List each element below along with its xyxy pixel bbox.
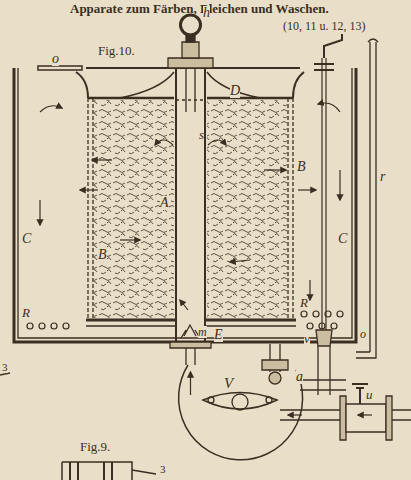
- part-letter: r: [380, 170, 385, 184]
- part-letter: v: [304, 332, 310, 345]
- part-letter: a: [296, 370, 303, 384]
- part-letter: B: [297, 160, 306, 174]
- part-letter: A: [160, 196, 169, 210]
- page-heading: Apparate zum Färben, Bleichen und Wasche…: [70, 2, 329, 15]
- part-letter: C: [22, 232, 31, 246]
- part-letter: B: [98, 248, 107, 262]
- part-letter: m: [198, 326, 207, 338]
- part-letter: h: [203, 6, 210, 20]
- part-letter: o: [52, 52, 59, 66]
- part-letter: R: [22, 306, 30, 319]
- part-letter: o: [360, 328, 366, 340]
- figure-label: Fig.10.: [98, 44, 135, 57]
- part-letter: E: [214, 328, 223, 342]
- figure-reference: (10, 11 u. 12, 13): [283, 20, 366, 32]
- part-letter: C: [338, 232, 347, 246]
- part-letter: s: [199, 128, 204, 141]
- part-letter: D: [230, 84, 240, 98]
- part-letter: u: [366, 388, 373, 401]
- part-letter: V: [224, 376, 233, 391]
- figure-label: Fig.9.: [80, 440, 110, 453]
- part-letter: R: [300, 296, 308, 309]
- callout-number: 3: [2, 362, 8, 373]
- callout-number: 3: [160, 464, 166, 475]
